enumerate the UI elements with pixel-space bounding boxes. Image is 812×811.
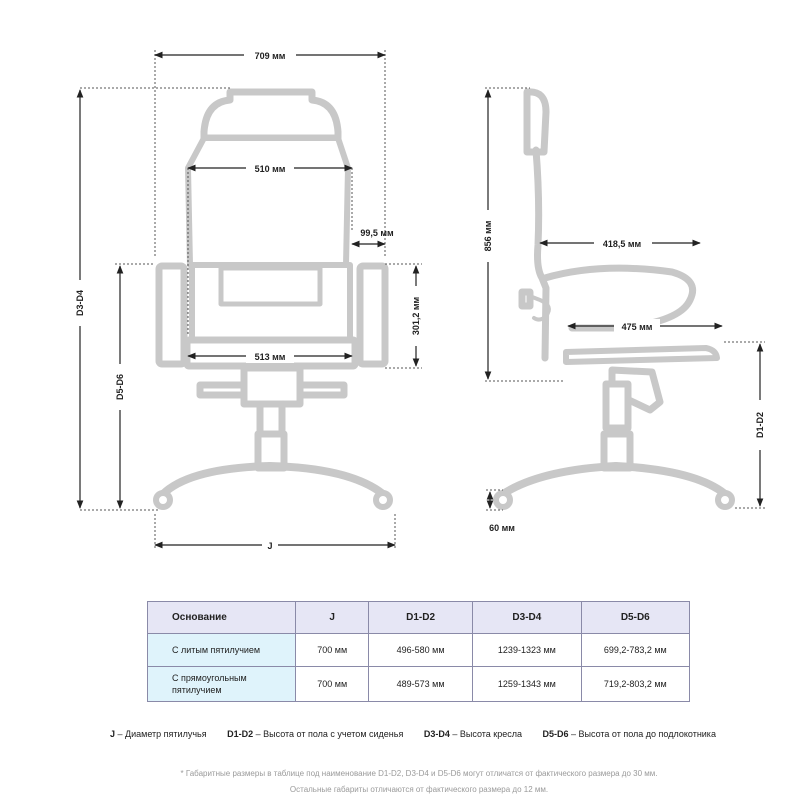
col-d5d6: D5-D6: [580, 601, 691, 634]
side-base: [499, 462, 729, 498]
chair-dimension-drawing: 709 мм 510 мм 99,5 мм 513 мм J D3-D4 D5-…: [72, 48, 768, 552]
dimension-labels: 709 мм 510 мм 99,5 мм 513 мм J D3-D4 D5-…: [72, 48, 768, 552]
cell-d5d6: 719,2-803,2 мм: [580, 666, 691, 702]
side-gaslift: [602, 380, 632, 432]
front-base: [159, 462, 387, 498]
cell-d1d2: 496-580 мм: [367, 633, 474, 667]
legend-text: – Диаметр пятилучья: [115, 729, 207, 739]
table-row: С прямоугольным пятилучием 700 мм 489-57…: [146, 666, 691, 702]
dim-base-j: J: [267, 541, 272, 551]
side-headrest: [523, 88, 550, 156]
legend: J – Диаметр пятилучья D1-D2 – Высота от …: [110, 729, 750, 739]
footnote-line-1: * Габаритные размеры в таблице под наиме…: [180, 769, 658, 778]
side-casters: [493, 490, 735, 510]
front-plate: [240, 364, 304, 408]
dim-d1d2: D1-D2: [755, 412, 765, 438]
dim-arm-height: 301,2 мм: [411, 296, 421, 335]
side-view-chair: [518, 88, 720, 472]
front-view-chair: [155, 88, 389, 472]
legend-item-d1d2: D1-D2 – Высота от пола с учетом сиденья: [227, 729, 403, 739]
col-d3d4: D3-D4: [472, 601, 582, 634]
footnote: * Габаритные размеры в таблице под наиме…: [0, 766, 812, 798]
legend-item-j: J – Диаметр пятилучья: [110, 729, 207, 739]
dim-back-width: 510 мм: [255, 164, 286, 174]
cell-base-name: С литым пятилучием: [146, 633, 297, 667]
front-gaslift: [256, 400, 286, 438]
front-lumbar-pad: [218, 265, 323, 307]
legend-key: D3-D4: [423, 729, 450, 739]
legend-text: – Высота кресла: [449, 729, 522, 739]
col-base: Основание: [146, 601, 297, 634]
side-backrest: [532, 146, 550, 362]
legend-item-d3d4: D3-D4 – Высота кресла: [424, 729, 522, 739]
front-backrest: [185, 135, 351, 268]
front-armrest-right: [356, 262, 389, 368]
legend-key: D5-D6: [542, 729, 569, 739]
side-knob-handle: [518, 288, 534, 310]
col-d1d2: D1-D2: [367, 601, 474, 634]
front-casters: [153, 490, 393, 510]
legend-key: J: [110, 729, 116, 739]
dim-seat-depth-top: 418,5 мм: [603, 239, 642, 249]
dim-total-width: 709 мм: [255, 51, 286, 61]
col-j: J: [295, 601, 369, 634]
front-armrest-left: [155, 262, 188, 368]
dim-seat-depth: 475 мм: [622, 322, 653, 332]
dimensions-table: Основание J D1-D2 D3-D4 D5-D6 С литым пя…: [146, 601, 691, 702]
legend-text: – Высота от пола до подлокотника: [568, 729, 716, 739]
dim-caster: 60 мм: [489, 523, 515, 533]
footnote-line-2: Остальные габариты отличаются от фактиче…: [289, 785, 549, 794]
cell-d3d4: 1239-1323 мм: [472, 633, 582, 667]
front-headrest: [200, 88, 342, 142]
dim-d3d4: D3-D4: [75, 290, 85, 316]
cell-j: 700 мм: [295, 666, 369, 702]
cell-d1d2: 489-573 мм: [367, 666, 474, 702]
dim-back-height: 856 мм: [483, 220, 493, 251]
legend-item-d5d6: D5-D6 – Высота от пола до подлокотника: [543, 729, 716, 739]
cell-d5d6: 699,2-783,2 мм: [580, 633, 691, 667]
side-dimension-lines: [485, 87, 765, 511]
cell-d3d4: 1259-1343 мм: [472, 666, 582, 702]
side-armrest: [541, 264, 697, 332]
dim-seat-width: 513 мм: [255, 352, 286, 362]
legend-key: D1-D2: [227, 729, 254, 739]
legend-text: – Высота от пола с учетом сиденья: [253, 729, 404, 739]
side-seat: [563, 345, 720, 365]
table-row: С литым пятилучием 700 мм 496-580 мм 123…: [146, 633, 691, 667]
dim-arm-offset: 99,5 мм: [360, 228, 394, 238]
cell-base-name: С прямоугольным пятилучием: [146, 666, 297, 702]
table-header-row: Основание J D1-D2 D3-D4 D5-D6: [146, 601, 691, 634]
cell-j: 700 мм: [295, 633, 369, 667]
side-knob: [525, 293, 551, 322]
dim-d5d6: D5-D6: [115, 374, 125, 400]
